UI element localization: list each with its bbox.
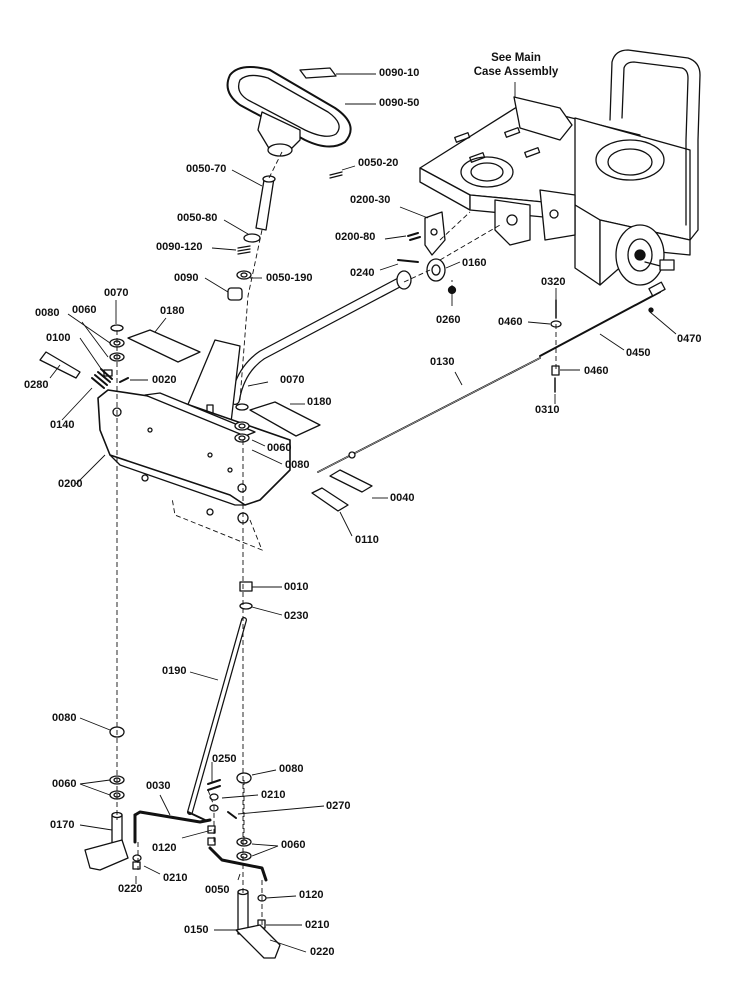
label-0090-120: 0090-120 [156,241,203,253]
label-0470: 0470 [677,333,702,345]
label-0080-lower-right: 0080 [279,763,304,775]
main-case-assembly [419,49,701,286]
label-0050-80: 0050-80 [177,212,218,224]
label-0270: 0270 [326,800,351,812]
label-0180-right: 0180 [307,396,332,408]
label-0260: 0260 [436,314,461,326]
label-0240: 0240 [350,267,375,279]
label-0460-lower: 0460 [584,365,609,377]
label-0050-70: 0050-70 [186,163,227,175]
pin-0050-20 [329,171,343,179]
label-0050: 0050 [205,884,230,896]
label-0110: 0110 [355,534,379,546]
label-0050-20: 0050-20 [358,157,399,169]
label-0010: 0010 [284,581,309,593]
label-0220-right: 0220 [310,946,335,958]
label-0150: 0150 [184,924,209,936]
pad-right [249,401,321,437]
label-0020: 0020 [152,374,177,386]
label-0080-lower-left: 0080 [52,712,77,724]
label-0160: 0160 [462,257,487,269]
label-0090-50: 0090-50 [379,97,420,109]
label-0210-left: 0210 [163,872,188,884]
label-0210-right: 0210 [305,919,330,931]
label-0220-left: 0220 [118,883,143,895]
label-0090: 0090 [174,272,199,284]
label-0030: 0030 [146,780,171,792]
label-0120-right: 0120 [299,889,324,901]
label-0060-right: 0060 [267,442,292,454]
steering-wheel [226,65,352,157]
label-0140: 0140 [50,419,75,431]
label-0080-right: 0080 [285,459,310,471]
label-0040: 0040 [390,492,415,504]
label-0190: 0190 [162,665,187,677]
label-0060-lower-left: 0060 [52,778,77,790]
label-0070-left: 0070 [104,287,129,299]
label-0230: 0230 [284,610,309,622]
label-0200-80: 0200-80 [335,231,376,243]
note-line-1: See Main [491,52,541,64]
label-0200-30: 0200-30 [350,194,391,206]
label-0070-right: 0070 [280,374,305,386]
label-0210-upper: 0210 [261,789,286,801]
emblem-decal [299,67,337,79]
see-main-case-note: See Main Case Assembly [470,52,562,80]
label-0090-10: 0090-10 [379,67,420,79]
upper-steering-shaft [255,177,275,231]
label-0100: 0100 [46,332,71,344]
steering-column [230,270,412,405]
label-0320: 0320 [541,276,566,288]
label-0080-left: 0080 [35,307,60,319]
label-0170: 0170 [50,819,75,831]
pad-left [127,329,201,363]
label-0130: 0130 [430,356,455,368]
label-0200: 0200 [58,478,83,490]
label-0250: 0250 [212,753,237,765]
label-0280: 0280 [24,379,49,391]
label-0310: 0310 [535,404,560,416]
label-0120-left: 0120 [152,842,177,854]
label-0060-left: 0060 [72,304,97,316]
label-0450: 0450 [626,347,651,359]
label-0180-left: 0180 [160,305,185,317]
label-0060-lower-right: 0060 [281,839,306,851]
note-line-2: Case Assembly [473,65,559,78]
label-0460-upper: 0460 [498,316,523,328]
label-0050-190: 0050-190 [266,272,313,284]
